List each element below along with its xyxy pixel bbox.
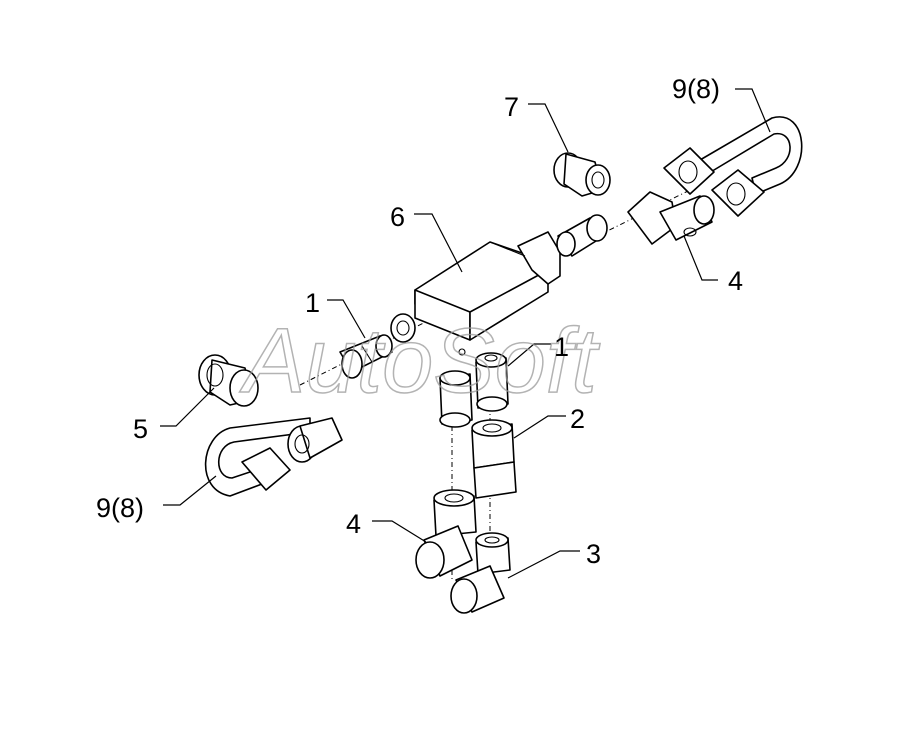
- watermark-text: AutoSoft: [239, 310, 600, 412]
- part-6-distribution-block: [390, 231, 561, 356]
- part-4-lower-elbow: [415, 489, 477, 579]
- part-4-upper-elbow: [627, 191, 715, 245]
- callout-3: 3: [586, 539, 601, 569]
- leader-lines: [160, 88, 771, 579]
- part-9-left-bent-tube: [204, 417, 343, 497]
- part-7-lower-fitting: [556, 214, 608, 257]
- part-9-right-bent-tube: [663, 116, 803, 217]
- callout-5: 5: [133, 414, 148, 444]
- callout-9-right: 9(8): [672, 74, 720, 104]
- callout-1-left: 1: [305, 288, 320, 318]
- callout-1-center: 1: [554, 332, 569, 362]
- part-5-fitting: [198, 354, 259, 407]
- callout-4-lower: 4: [346, 509, 361, 539]
- callout-4-upper: 4: [728, 266, 743, 296]
- callout-labels: 1 7 6 9(8) 4 1 2 3 4 5 9(8): [96, 74, 743, 569]
- callout-2: 2: [570, 404, 585, 434]
- part-2-union-nut: [471, 419, 517, 499]
- callout-7: 7: [504, 92, 519, 122]
- part-3-elbow: [450, 532, 511, 614]
- part-7-fitting: [553, 152, 611, 197]
- callout-9-left: 9(8): [96, 493, 144, 523]
- callout-6: 6: [390, 202, 405, 232]
- part-1-center-fittings: [439, 352, 509, 428]
- part-1-left-fitting: [339, 334, 393, 379]
